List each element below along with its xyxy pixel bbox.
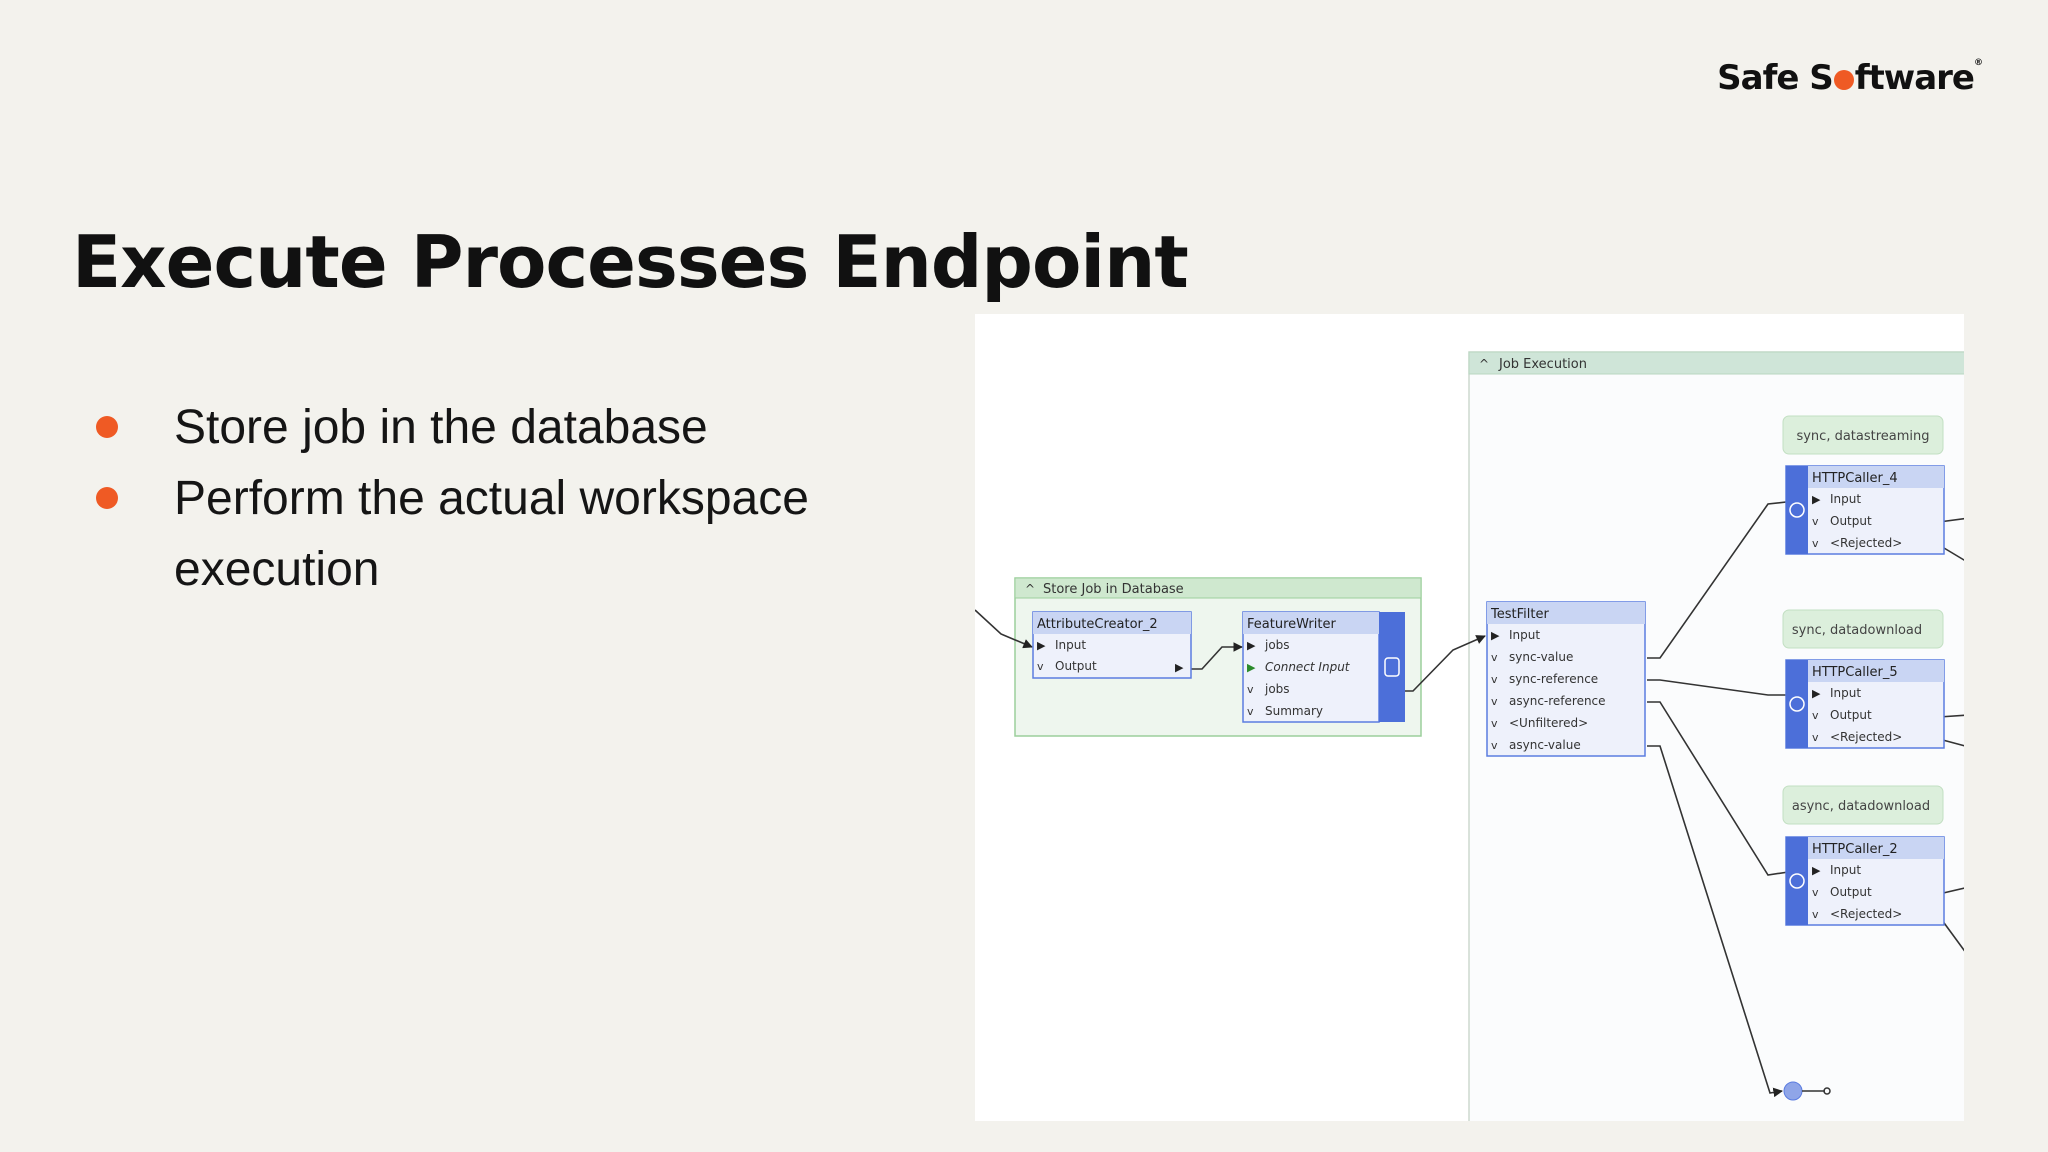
svg-text:<Rejected>: <Rejected> bbox=[1830, 907, 1902, 921]
fme-workbench-canvas: ^ Job Execution ^ Store Job in Database … bbox=[975, 314, 1964, 1121]
svg-text:sync-reference: sync-reference bbox=[1509, 672, 1598, 686]
svg-text:sync, datastreaming: sync, datastreaming bbox=[1796, 429, 1929, 444]
chevron-down-icon[interactable]: v bbox=[1037, 660, 1044, 673]
bullet-item: Store job in the database bbox=[92, 392, 932, 463]
svg-text:Output: Output bbox=[1055, 659, 1097, 673]
svg-text:async, datadownload: async, datadownload bbox=[1792, 799, 1930, 814]
workspace-diagram: ^ Job Execution ^ Store Job in Database … bbox=[975, 351, 1964, 1121]
slide-title: Execute Processes Endpoint bbox=[72, 220, 1189, 304]
database-icon bbox=[1384, 657, 1400, 677]
chevron-down-icon[interactable]: v bbox=[1812, 709, 1819, 722]
svg-text:jobs: jobs bbox=[1264, 682, 1290, 696]
output-port-icon[interactable]: ▶ bbox=[1175, 661, 1184, 674]
chevron-down-icon[interactable]: v bbox=[1812, 537, 1819, 550]
chevron-down-icon[interactable]: v bbox=[1491, 673, 1498, 686]
port-arrow-icon[interactable]: ▶ bbox=[1037, 639, 1046, 652]
bullet-dot-icon bbox=[96, 416, 118, 438]
svg-text:Output: Output bbox=[1830, 885, 1872, 899]
chevron-down-icon[interactable]: v bbox=[1247, 705, 1254, 718]
svg-text:<Unfiltered>: <Unfiltered> bbox=[1509, 716, 1588, 730]
connect-input-icon[interactable]: ▶ bbox=[1247, 661, 1256, 674]
svg-text:Connect Input: Connect Input bbox=[1265, 660, 1351, 674]
svg-text:Input: Input bbox=[1830, 863, 1861, 877]
svg-text:jobs: jobs bbox=[1264, 638, 1290, 652]
svg-text:HTTPCaller_5: HTTPCaller_5 bbox=[1812, 665, 1898, 680]
chevron-down-icon[interactable]: v bbox=[1812, 908, 1819, 921]
svg-text:async-value: async-value bbox=[1509, 738, 1581, 752]
globe-icon bbox=[1789, 502, 1805, 518]
svg-text:<Rejected>: <Rejected> bbox=[1830, 536, 1902, 550]
svg-text:TestFilter: TestFilter bbox=[1490, 607, 1549, 622]
svg-text:Output: Output bbox=[1830, 514, 1872, 528]
svg-text:HTTPCaller_2: HTTPCaller_2 bbox=[1812, 842, 1898, 857]
svg-text:Output: Output bbox=[1830, 708, 1872, 722]
annotation-sync-datadownload[interactable]: sync, datadownload bbox=[1782, 609, 1944, 649]
svg-text:AttributeCreator_2: AttributeCreator_2 bbox=[1037, 617, 1158, 632]
chevron-down-icon[interactable]: v bbox=[1812, 886, 1819, 899]
port-arrow-icon[interactable]: ▶ bbox=[1812, 493, 1821, 506]
svg-text:async-reference: async-reference bbox=[1509, 694, 1606, 708]
transformer-httpcaller-5[interactable]: HTTPCaller_5 ▶ Input v Output v <Rejecte… bbox=[1785, 659, 1945, 749]
chevron-down-icon[interactable]: v bbox=[1812, 731, 1819, 744]
svg-text:Input: Input bbox=[1830, 492, 1861, 506]
bullet-dot-icon bbox=[96, 487, 118, 509]
svg-text:sync, datadownload: sync, datadownload bbox=[1792, 623, 1922, 638]
transformer-attributecreator[interactable]: AttributeCreator_2 ▶ Input v Output ▶ bbox=[1032, 611, 1192, 679]
svg-text:Input: Input bbox=[1509, 628, 1540, 642]
bookmark-title: Job Execution bbox=[1498, 357, 1587, 372]
annotation-sync-datastreaming[interactable]: sync, datastreaming bbox=[1782, 415, 1944, 455]
bullet-item: Perform the actual workspace execution bbox=[92, 463, 932, 605]
port-arrow-icon[interactable]: ▶ bbox=[1812, 687, 1821, 700]
globe-icon bbox=[1789, 696, 1805, 712]
chevron-down-icon[interactable]: v bbox=[1491, 739, 1498, 752]
bookmark-collapse-icon[interactable]: ^ bbox=[1479, 357, 1489, 371]
globe-icon bbox=[1789, 873, 1805, 889]
svg-text:HTTPCaller_4: HTTPCaller_4 bbox=[1812, 471, 1898, 486]
chevron-down-icon[interactable]: v bbox=[1247, 683, 1254, 696]
chevron-down-icon[interactable]: v bbox=[1812, 515, 1819, 528]
svg-text:Summary: Summary bbox=[1265, 704, 1323, 718]
bookmark-collapse-icon[interactable]: ^ bbox=[1025, 582, 1035, 596]
svg-text:<Rejected>: <Rejected> bbox=[1830, 730, 1902, 744]
junction-node[interactable] bbox=[1783, 1081, 1831, 1101]
transformer-testfilter[interactable]: TestFilter ▶ Input v sync-value v sync-r… bbox=[1486, 601, 1646, 757]
transformer-featurewriter[interactable]: FeatureWriter ▶ jobs ▶ Connect Input v j… bbox=[1242, 611, 1405, 723]
port-arrow-icon[interactable]: ▶ bbox=[1247, 639, 1256, 652]
port-arrow-icon[interactable]: ▶ bbox=[1491, 629, 1500, 642]
chevron-down-icon[interactable]: v bbox=[1491, 651, 1498, 664]
svg-text:Input: Input bbox=[1830, 686, 1861, 700]
svg-text:FeatureWriter: FeatureWriter bbox=[1247, 617, 1336, 632]
transformer-httpcaller-4[interactable]: HTTPCaller_4 ▶ Input v Output v <Rejecte… bbox=[1785, 465, 1945, 555]
bookmark-title: Store Job in Database bbox=[1043, 582, 1184, 597]
bullet-list: Store job in the database Perform the ac… bbox=[92, 392, 932, 605]
svg-text:Input: Input bbox=[1055, 638, 1086, 652]
port-arrow-icon[interactable]: ▶ bbox=[1812, 864, 1821, 877]
chevron-down-icon[interactable]: v bbox=[1491, 695, 1498, 708]
transformer-httpcaller-2[interactable]: HTTPCaller_2 ▶ Input v Output v <Rejecte… bbox=[1785, 836, 1945, 926]
logo-orange-dot bbox=[1833, 70, 1854, 90]
chevron-down-icon[interactable]: v bbox=[1491, 717, 1498, 730]
annotation-async-datadownload[interactable]: async, datadownload bbox=[1782, 785, 1944, 825]
svg-text:sync-value: sync-value bbox=[1509, 650, 1573, 664]
